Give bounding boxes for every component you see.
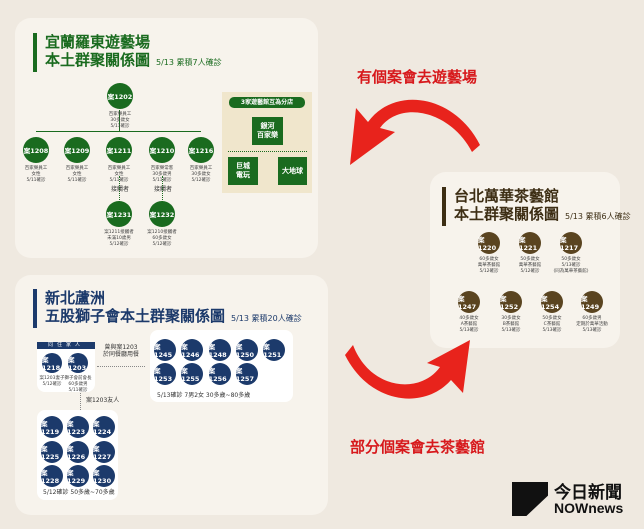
yilan-case-node-caption: 百家樂常客 30多歲男 5/11確診	[150, 166, 174, 183]
yilan-title: 宜蘭羅東遊藝場 本土群聚關係圖 5/13 累積7人確診	[33, 33, 222, 72]
yilan-case-node: 案1208	[23, 137, 49, 163]
friend-dotted-line	[80, 393, 81, 410]
wanhua-case-node: 案1252	[500, 291, 522, 313]
restaurant-case-node: 案1251	[263, 339, 286, 361]
branch-label: 3家遊藝館互為分店	[229, 97, 305, 108]
bottom-arrow-label: 部分個案會去茶藝館	[350, 438, 486, 456]
wanhua-case-node-caption: 60多歲女 萬華茶藝館 5/12確診	[477, 257, 501, 274]
friend-label: 案1203友人	[86, 397, 120, 404]
restaurant-case-node: 案1257	[235, 363, 258, 385]
tree-vline	[119, 110, 120, 131]
wanhua-case-node-caption: 50多歲女 5/13確診 (同為萬華茶藝館)	[553, 257, 589, 274]
luzhou-subtitle: 5/13 累積20人確診	[231, 314, 302, 323]
yilan-case-node-caption: 百家樂員工 女性 5/11確診	[24, 166, 48, 183]
friend-case-node: 案1224	[93, 416, 115, 438]
nownews-logo: 今日新聞 NOWnews	[512, 478, 640, 524]
family-case-node-caption: 案1203妻子 5/12確診	[39, 376, 65, 387]
yilan-case-node-caption: 百家樂員工 女性 5/11確診	[107, 166, 131, 183]
yilan-case-node: 案1232	[149, 201, 175, 227]
wanhua-card	[430, 172, 620, 348]
wanhua-case-node-caption: 50多歲女 C茶藝館 5/13確診	[542, 316, 562, 333]
logo-text-cn: 今日新聞	[554, 483, 622, 503]
luzhou-title: 新北蘆洲 五股獅子會本土群聚關係圖 5/13 累積20人確診	[33, 289, 302, 328]
arrow-to-arcade	[350, 99, 480, 165]
contact-line	[162, 176, 163, 202]
yilan-case-node: 案1209	[64, 137, 90, 163]
wanhua-case-node-caption: 60多歲男 定期於萬華活動 5/13確診	[576, 316, 608, 333]
friend-case-node: 案1226	[67, 440, 89, 463]
yilan-case-node-caption: 百家樂員工 30多歲女 5/12確診	[189, 166, 213, 183]
wanhua-case-node-caption: 30多歲女 B茶藝館 5/13確診	[501, 316, 521, 333]
logo-mark-icon	[512, 482, 548, 516]
friend-case-node: 案1229	[67, 465, 89, 487]
luzhou-title-line1: 新北蘆洲	[45, 289, 106, 307]
wanhua-case-node: 案1254	[541, 291, 563, 313]
family-case-node-caption: 獅子會前會長 60多歲男 5/11確診	[64, 376, 92, 393]
contact-label: 接觸者	[111, 186, 130, 193]
top-arrow-label: 有個案會去遊藝場	[357, 68, 478, 86]
wanhua-case-node: 案1247	[458, 291, 480, 313]
restaurant-case-node: 案1248	[208, 339, 231, 361]
yilan-case-node: 案1231	[106, 201, 132, 227]
yilan-case-node: 案1202	[107, 83, 133, 109]
friend-case-node: 案1219	[41, 416, 63, 438]
wanhua-case-node: 案1221	[519, 232, 541, 254]
family-label: 同住家人	[37, 342, 95, 349]
yilan-case-node-caption: 百家樂員工 30多歲女 5/11確診	[108, 112, 132, 129]
store-galaxy: 銀河 百家樂	[252, 117, 283, 145]
store-jucheng: 巨城 電玩	[228, 157, 258, 185]
yilan-title-line1: 宜蘭羅東遊藝場	[45, 33, 151, 51]
restaurant-case-node: 案1256	[208, 363, 231, 385]
tree-hline	[36, 131, 201, 132]
family-case-node: 案1203	[68, 353, 88, 373]
wanhua-title: 台北萬華茶藝館 本土群聚關係圖 5/13 累積6人確診	[442, 187, 631, 226]
wanhua-case-node: 案1249	[581, 291, 603, 313]
luzhou-title-line2: 五股獅子會本土群聚關係圖	[45, 307, 226, 325]
friend-case-node: 案1228	[41, 465, 63, 487]
yilan-case-node-caption: 案1211接觸者 未滿10歲男 5/12確診	[104, 230, 134, 247]
logo-text-en: NOWnews	[554, 500, 624, 516]
yilan-case-node: 案1216	[188, 137, 214, 163]
contact-label: 接觸者	[154, 186, 173, 193]
yilan-title-line2: 本土群聚關係圖	[45, 51, 151, 69]
restaurant-case-node: 案1250	[235, 339, 258, 361]
wanhua-case-node: 案1220	[478, 232, 500, 254]
contact-line	[119, 176, 120, 202]
friend-case-node: 案1230	[93, 465, 115, 487]
yilan-subtitle: 5/13 累積7人確診	[156, 58, 222, 67]
yilan-case-node-caption: 案1210接觸者 60多歲女 5/12確診	[147, 230, 177, 247]
wanhua-title-line1: 台北萬華茶藝館	[454, 187, 560, 205]
restaurant-case-node: 案1246	[181, 339, 204, 361]
wanhua-title-line2: 本土群聚關係圖	[454, 205, 560, 223]
branch-dotted-line	[228, 151, 307, 152]
wanhua-case-node: 案1217	[560, 232, 582, 254]
restaurant-case-node: 案1245	[154, 339, 176, 361]
wanhua-case-node-caption: 50多歲女 萬華茶藝館 5/12確診	[518, 257, 542, 274]
friend-case-node: 案1225	[41, 440, 63, 463]
yilan-case-node: 案1210	[149, 137, 175, 163]
wanhua-subtitle: 5/13 累積6人確診	[565, 212, 631, 221]
friend-case-node: 案1223	[67, 416, 89, 438]
restaurant-case-node: 案1255	[181, 363, 204, 385]
friend-case-node: 案1227	[93, 440, 115, 463]
restaurant-label: 曾與案1203 於同餐廳用餐	[103, 344, 140, 358]
store-earth: 大地球	[278, 157, 307, 185]
restaurant-case-node: 案1253	[154, 363, 176, 385]
restaurant-dotted-line	[97, 366, 145, 367]
family-case-node: 案1218	[42, 353, 62, 373]
friends-caption: 5/12確診 50多歲~70多歲	[43, 489, 115, 496]
restaurant-caption: 5/13確診 7男2女 30多歲~80多歲	[157, 392, 251, 399]
arrow-to-teahouse	[345, 340, 470, 399]
yilan-case-node: 案1211	[106, 137, 132, 163]
yilan-case-node-caption: 百家樂員工 女性 5/11確診	[65, 166, 89, 183]
wanhua-case-node-caption: 40多歲女 A茶藝館 5/13確診	[459, 316, 479, 333]
